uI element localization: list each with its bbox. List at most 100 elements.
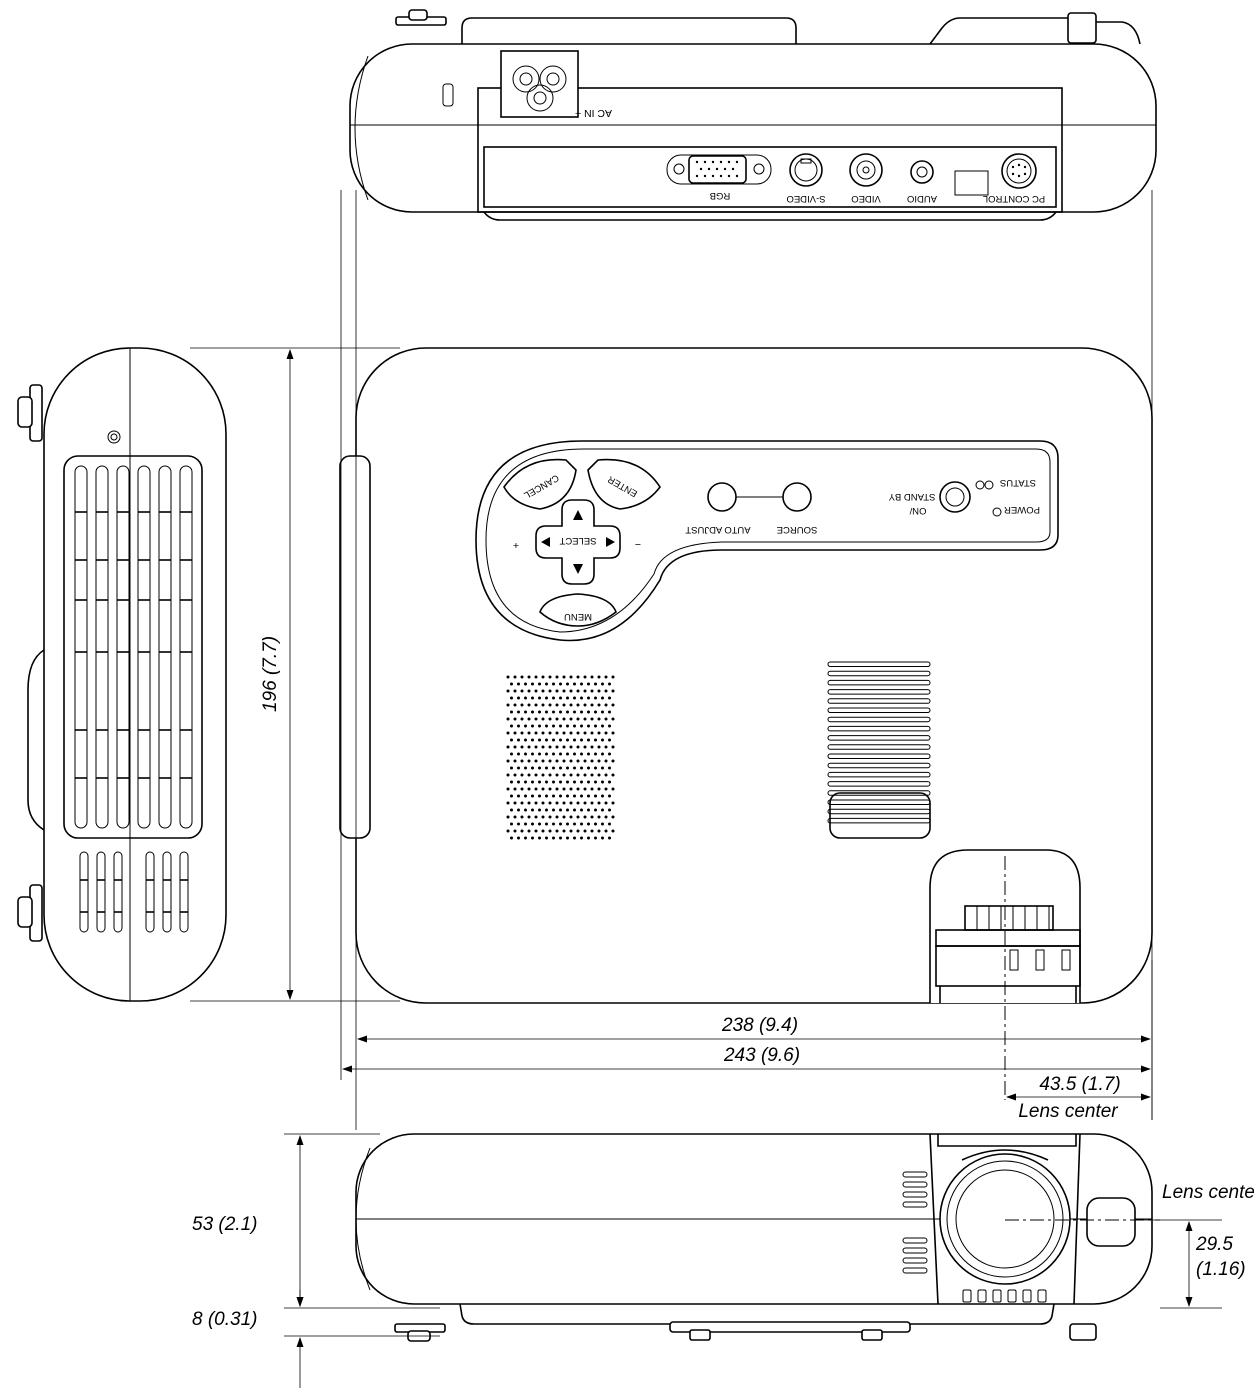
- speaker-hole: [566, 808, 569, 812]
- speaker-hole: [506, 815, 510, 819]
- speaker-hole: [576, 703, 580, 707]
- speaker-hole: [587, 808, 590, 812]
- select-pad[interactable]: [535, 499, 621, 585]
- speaker-hole: [583, 801, 587, 805]
- menu-button[interactable]: [539, 593, 617, 627]
- select-left-arrow[interactable]: [541, 537, 550, 547]
- speaker-hole: [587, 738, 590, 742]
- speaker-hole: [562, 759, 566, 763]
- select-right-arrow[interactable]: [606, 537, 615, 547]
- cancel-button[interactable]: [503, 458, 577, 510]
- speaker-hole: [506, 745, 510, 749]
- speaker-hole: [555, 787, 559, 791]
- lens-housing-edge: [939, 986, 1077, 1003]
- rgb-port: [688, 155, 747, 184]
- speaker-hole: [566, 738, 569, 742]
- on-standby-button[interactable]: [939, 481, 971, 513]
- speaker-hole: [524, 766, 527, 770]
- speaker-hole: [541, 759, 545, 763]
- speaker-hole: [513, 759, 517, 763]
- speaker-hole: [527, 787, 531, 791]
- front-foot-hole: [962, 1289, 972, 1303]
- side-vent-frame: [63, 455, 203, 839]
- dim-lens-center-side-label: Lens center: [1162, 1182, 1254, 1203]
- speaker-hole: [580, 808, 583, 812]
- speaker-hole: [562, 745, 566, 749]
- rear-left-curve: [354, 55, 369, 201]
- speaker-hole: [548, 759, 552, 763]
- s-video-key: [800, 158, 812, 164]
- speaker-hole: [590, 787, 594, 791]
- side-lower-slot: [179, 851, 189, 933]
- select-up-arrow[interactable]: [573, 510, 583, 520]
- speaker-hole: [590, 759, 594, 763]
- lens-ring-low: [935, 945, 1081, 987]
- select-down-arrow[interactable]: [573, 564, 583, 574]
- speaker-hole: [594, 780, 597, 784]
- speaker-hole: [573, 710, 576, 714]
- side-lower-slot: [113, 851, 123, 933]
- speaker-hole: [517, 696, 520, 700]
- side-view: [17, 347, 227, 1002]
- speaker-hole: [517, 724, 520, 728]
- speaker-hole: [597, 675, 601, 679]
- speaker-hole: [569, 759, 573, 763]
- speaker-hole: [601, 696, 604, 700]
- speaker-hole: [531, 794, 534, 798]
- speaker-hole: [559, 682, 562, 686]
- speaker-hole: [611, 773, 615, 777]
- menu-label: MENU: [564, 611, 592, 622]
- speaker-hole: [527, 745, 531, 749]
- top-lens-cover: [829, 792, 931, 839]
- enter-button[interactable]: [587, 458, 661, 510]
- speaker-hole: [541, 731, 545, 735]
- speaker-hole: [590, 703, 594, 707]
- rear-right-edge: [1096, 21, 1141, 45]
- speaker-hole: [569, 787, 573, 791]
- speaker-hole: [524, 724, 527, 728]
- speaker-hole: [527, 703, 531, 707]
- lens-ring: [946, 1160, 1064, 1278]
- speaker-hole: [506, 703, 510, 707]
- speaker-hole: [545, 794, 548, 798]
- speaker-hole: [545, 822, 548, 826]
- speaker-hole: [576, 815, 580, 819]
- speaker-hole: [527, 815, 531, 819]
- speaker-hole: [548, 703, 552, 707]
- speaker-hole: [573, 794, 576, 798]
- source-button[interactable]: [782, 482, 812, 512]
- speaker-hole: [597, 759, 601, 763]
- speaker-hole: [559, 738, 562, 742]
- speaker-hole: [569, 675, 573, 679]
- auto-adjust-button[interactable]: [707, 482, 737, 512]
- front-lens-cap-top: [937, 1134, 1077, 1147]
- speaker-hole: [566, 724, 569, 728]
- rear-bottom-lip: [483, 211, 1057, 221]
- side-vent-slot: [74, 465, 88, 829]
- speaker-hole: [597, 787, 601, 791]
- speaker-hole: [513, 801, 517, 805]
- speaker-hole: [520, 703, 524, 707]
- speaker-hole: [566, 710, 569, 714]
- speaker-hole: [538, 766, 541, 770]
- speaker-hole: [573, 822, 576, 826]
- rear-body: [349, 43, 1157, 213]
- speaker-hole: [541, 801, 545, 805]
- speaker-hole: [601, 808, 604, 812]
- speaker-hole: [601, 724, 604, 728]
- rear-foot-left-knob: [408, 9, 428, 21]
- speaker-hole: [597, 703, 601, 707]
- speaker-hole: [520, 745, 524, 749]
- speaker-hole: [583, 745, 587, 749]
- speaker-hole: [576, 675, 580, 679]
- speaker-hole: [541, 787, 545, 791]
- speaker-hole: [590, 815, 594, 819]
- side-lower-slot: [162, 851, 172, 933]
- speaker-hole: [510, 822, 513, 826]
- speaker-hole: [587, 724, 590, 728]
- speaker-hole: [562, 703, 566, 707]
- speaker-hole: [548, 773, 552, 777]
- speaker-hole: [611, 703, 615, 707]
- top-vent-slot: [827, 735, 931, 741]
- top-vent-slot: [827, 698, 931, 704]
